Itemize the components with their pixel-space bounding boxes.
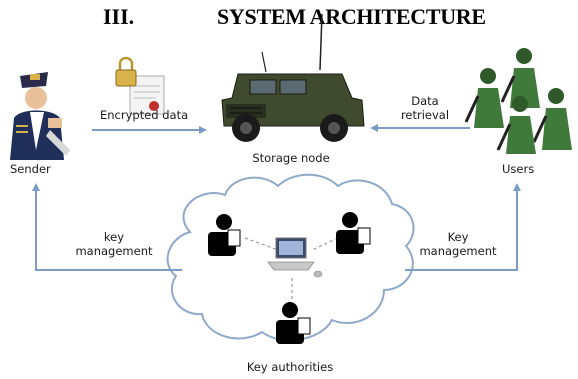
- storage-node-label: Storage node: [252, 151, 330, 165]
- right-key-management-label: Key management: [410, 230, 506, 258]
- authority-links: [244, 237, 339, 302]
- data-retrieval-label-line1: Data: [411, 94, 439, 108]
- encrypted-data-label: Encrypted data: [100, 108, 189, 122]
- right-key-management-arrow: [405, 183, 521, 271]
- left-key-management-line1: key: [103, 230, 125, 244]
- sender-icon: [10, 72, 70, 160]
- users-label: Users: [502, 162, 535, 176]
- section-title: SYSTEM ARCHITECTURE: [217, 4, 486, 29]
- lock-icon: [115, 56, 137, 87]
- data-retrieval-label: Data retrieval: [398, 94, 452, 122]
- left-key-management-arrow: [32, 183, 182, 271]
- right-key-management-line2: management: [419, 244, 497, 258]
- data-retrieval-label-line2: retrieval: [400, 108, 450, 122]
- storage-vehicle-icon: [221, 13, 365, 142]
- section-number: III.: [103, 4, 135, 29]
- left-key-management-label: key management: [66, 230, 162, 258]
- sender-label: Sender: [10, 162, 51, 176]
- authority-person-icon: [276, 302, 311, 344]
- key-authorities-label: Key authorities: [246, 360, 334, 374]
- left-key-management-line2: management: [75, 244, 153, 258]
- laptop-icon: [267, 237, 323, 278]
- authority-person-icon: [336, 212, 371, 254]
- authority-person-icon: [208, 214, 241, 256]
- right-key-management-line1: Key: [447, 230, 469, 244]
- users-soldiers-icon: [464, 48, 572, 154]
